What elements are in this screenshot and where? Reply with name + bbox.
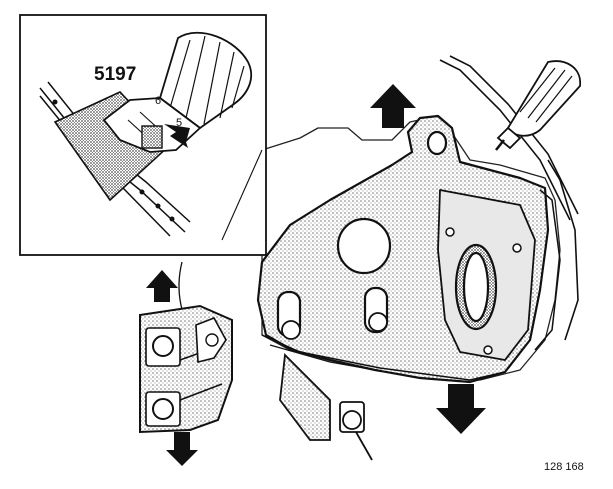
arrow-down-icon [166, 432, 198, 466]
arrow-up-icon [146, 270, 178, 302]
inset-panel: 5197 6 5 [19, 14, 267, 256]
scale-mark-5: 5 [176, 117, 182, 129]
screwdriver-icon [495, 60, 581, 151]
lower-mount [279, 353, 373, 461]
tool-5197 [102, 31, 253, 153]
engine-bracket [256, 114, 561, 384]
engine-mount [139, 304, 233, 434]
figure-reference-number: 128 168 [544, 461, 584, 473]
arrow-down-icon [436, 384, 486, 434]
scale-mark-6: 6 [155, 95, 161, 107]
leader-line-2 [221, 149, 263, 241]
belt [439, 55, 579, 341]
arrow-up-icon [370, 84, 416, 128]
arrow-indicator-icon [164, 124, 190, 148]
tool-number-label: 5197 [94, 64, 136, 85]
